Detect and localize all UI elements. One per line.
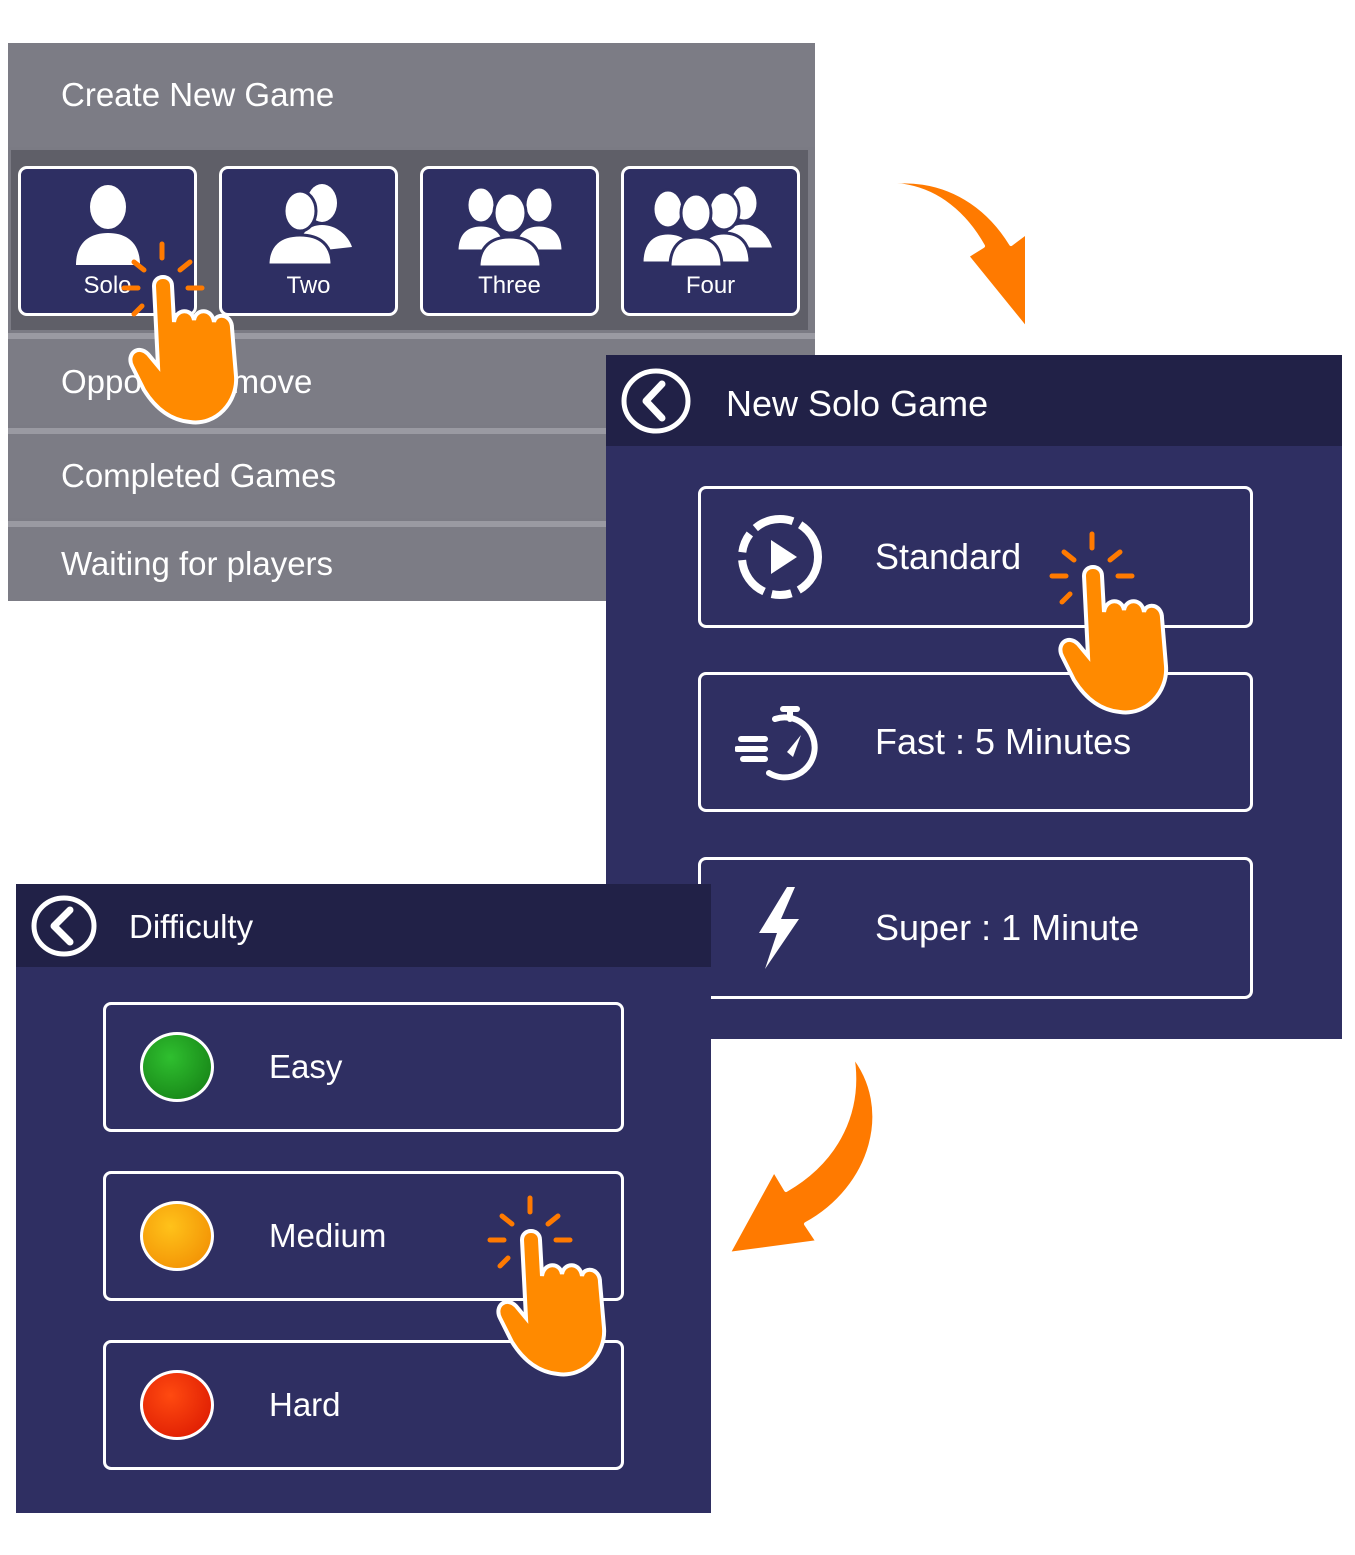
play-circle-icon (738, 515, 822, 599)
difficulty-header: Difficulty (16, 884, 711, 967)
fast-label: Fast : 5 Minutes (875, 721, 1132, 762)
solo-label: Solo (83, 272, 132, 299)
back-chevron-circle-icon[interactable] (30, 894, 98, 958)
easy-green-dot (140, 1032, 214, 1102)
two-player-button[interactable]: Two (219, 166, 398, 316)
standard-mode-button[interactable]: Standard (698, 486, 1253, 628)
easy-label: Easy (269, 1048, 343, 1085)
three-persons-icon (455, 185, 565, 269)
three-player-button[interactable]: Three (420, 166, 599, 316)
create-new-game-label: Create New Game (61, 76, 335, 113)
solo-title: New Solo Game (726, 383, 989, 424)
two-label: Two (286, 272, 331, 299)
new-solo-game-panel: New Solo Game Standard Fast : 5 Minutes … (606, 355, 1342, 1039)
super-label: Super : 1 Minute (875, 907, 1140, 948)
medium-orange-dot (140, 1201, 214, 1271)
player-count-selector: Solo Two (11, 150, 808, 330)
tap-hand-icon (487, 1195, 607, 1377)
three-label: Three (478, 272, 541, 299)
four-label: Four (685, 272, 736, 299)
tap-hand-icon (121, 241, 239, 425)
four-persons-icon (640, 183, 776, 269)
main-menu-panel: Create New Game Solo Two (8, 43, 815, 601)
four-player-button[interactable]: Four (621, 166, 800, 316)
difficulty-title: Difficulty (129, 908, 254, 945)
single-person-icon (76, 185, 140, 265)
medium-label: Medium (269, 1217, 387, 1254)
lightning-icon (759, 887, 799, 969)
waiting-for-players-label: Waiting for players (61, 545, 334, 582)
solo-header: New Solo Game (606, 355, 1342, 446)
completed-games-label: Completed Games (61, 457, 337, 494)
easy-button[interactable]: Easy (103, 1002, 624, 1132)
stopwatch-fast-icon (735, 706, 818, 781)
curved-arrow-down-right-icon (821, 179, 1029, 332)
curved-arrow-down-left-icon (726, 1052, 877, 1256)
two-persons-icon (266, 184, 352, 267)
create-new-game-header[interactable]: Create New Game (8, 43, 815, 147)
back-chevron-circle-icon[interactable] (620, 367, 692, 435)
hard-red-dot (140, 1370, 214, 1440)
hard-label: Hard (269, 1386, 341, 1423)
tap-hand-icon (1049, 531, 1169, 715)
super-mode-button[interactable]: Super : 1 Minute (698, 857, 1253, 999)
fast-mode-button[interactable]: Fast : 5 Minutes (698, 672, 1253, 812)
standard-label: Standard (875, 536, 1022, 577)
